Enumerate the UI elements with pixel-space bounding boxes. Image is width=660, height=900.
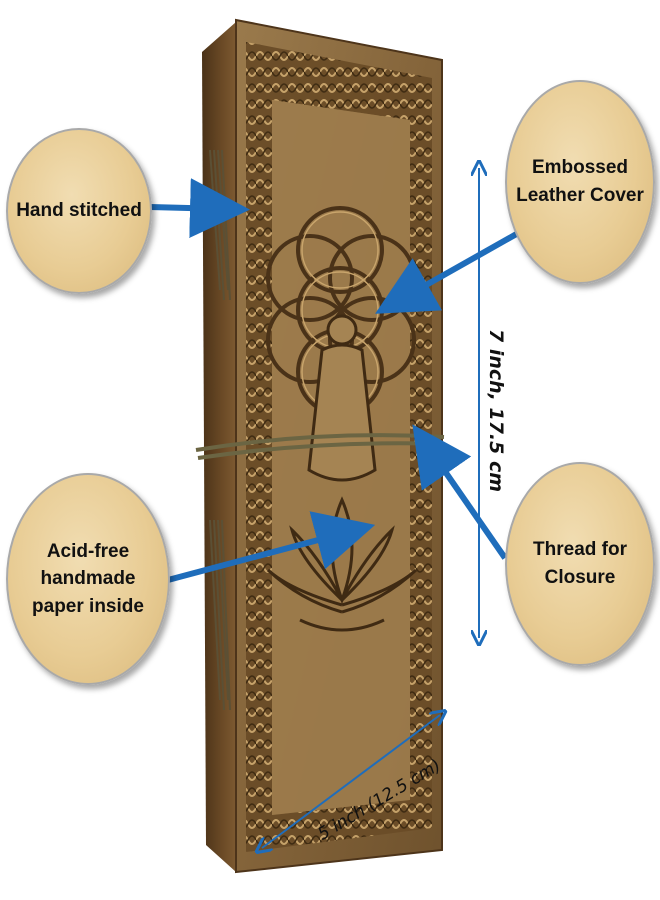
- callout-acid-free-paper: Acid-free handmade paper inside: [6, 473, 170, 685]
- arrow-hand-stitched: [149, 178, 250, 239]
- callout-embossed-cover-label: Embossed Leather Cover: [516, 157, 644, 206]
- height-dimension-label: 7 inch, 17.5 cm: [485, 329, 507, 493]
- width-dimension-arrow: [262, 715, 440, 848]
- leather-journal: [195, 18, 445, 874]
- arrow-embossed-cover: [375, 229, 522, 314]
- callout-acid-free-paper-label: Acid-free handmade paper inside: [32, 540, 144, 617]
- stitch-bundle-bottom: [209, 519, 231, 711]
- callout-thread-closure-label: Thread for Closure: [533, 539, 627, 588]
- arrow-acid-free-paper: [167, 511, 376, 583]
- lotus-emboss: [266, 496, 418, 632]
- callout-hand-stitched-label: Hand stitched: [16, 200, 142, 222]
- arrow-thread-closure: [412, 424, 508, 560]
- callout-thread-closure: Thread for Closure: [505, 462, 655, 666]
- callout-embossed-cover: Embossed Leather Cover: [505, 80, 655, 284]
- callout-hand-stitched: Hand stitched: [6, 128, 152, 294]
